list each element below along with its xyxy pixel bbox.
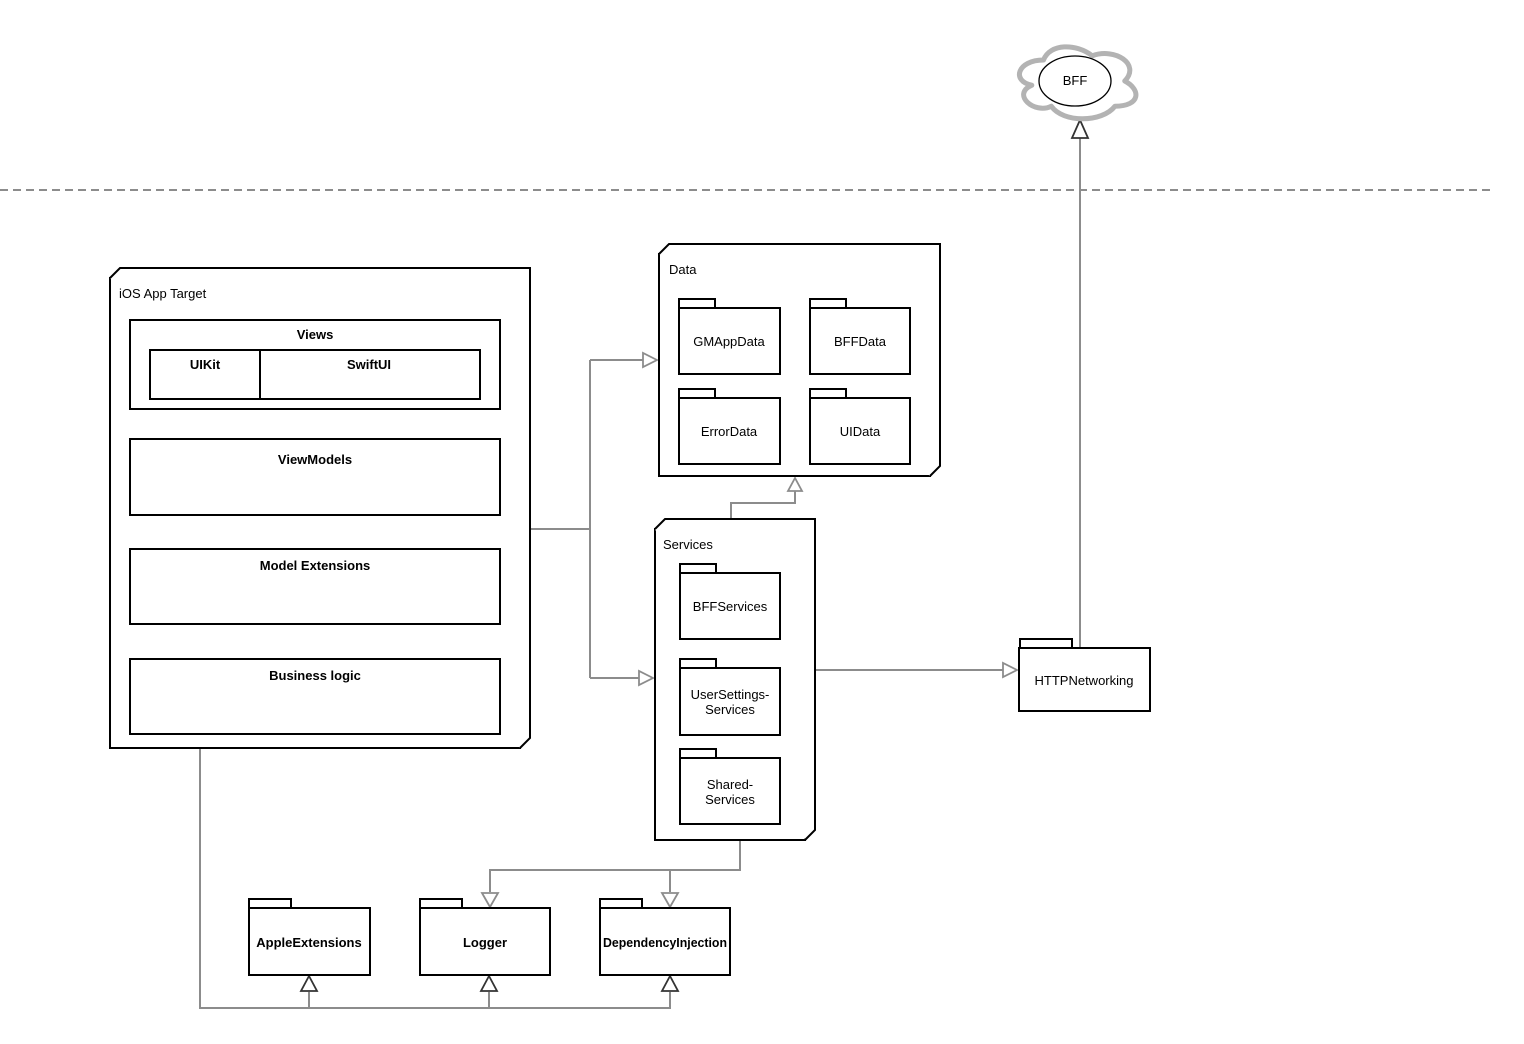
appleextensions-label: AppleExtensions (256, 935, 361, 950)
shared-services-label-line2: Services (705, 792, 755, 807)
viewmodels-rect (129, 438, 501, 516)
connector-ios-to-shared-modules (199, 748, 680, 1009)
swiftui-label: SwiftUI (347, 357, 391, 372)
arrowhead-into-logger-top (480, 892, 500, 909)
folder-gmappdata: GMAppData (678, 298, 781, 375)
arrowhead-into-httpnetworking (1002, 661, 1020, 679)
gmappdata-label: GMAppData (693, 334, 765, 349)
folder-shared-services: Shared- Services (679, 748, 781, 825)
folder-gmappdata-body (678, 307, 781, 375)
folder-shared-services-body (679, 757, 781, 825)
folder-errordata-body (678, 397, 781, 465)
folder-bffservices: BFFServices (679, 563, 781, 640)
connector-services-to-data (730, 476, 804, 529)
bff-cloud: BFF (1017, 44, 1139, 122)
dependencyinjection-label: DependencyInjection (603, 935, 727, 950)
folder-appleextensions: AppleExtensions (248, 898, 371, 976)
viewmodels-label: ViewModels (278, 452, 352, 467)
arrowhead-into-bff-cloud (1070, 117, 1090, 139)
folder-httpnetworking-body (1018, 647, 1151, 712)
uikit-label: UIKit (190, 357, 221, 372)
arrowhead-into-di-top (660, 892, 680, 909)
model-extensions-box: Model Extensions (129, 548, 501, 625)
views-box: Views UIKit SwiftUI (129, 319, 501, 410)
folder-uidata-body (809, 397, 911, 465)
usersettings-label-line2: Services (705, 702, 755, 717)
folder-dependencyinjection: DependencyInjection (599, 898, 731, 976)
ios-app-target-title: iOS App Target (119, 286, 207, 301)
folder-httpnetworking: HTTPNetworking (1018, 638, 1151, 712)
arrowhead-into-appleextensions (299, 974, 319, 992)
arrowhead-into-data (642, 351, 660, 369)
folder-logger: Logger (419, 898, 551, 976)
folder-bffdata: BFFData (809, 298, 911, 375)
bffdata-label: BFFData (834, 334, 887, 349)
folder-bffservices-body (679, 572, 781, 640)
arrowhead-into-data-bottom (786, 476, 804, 492)
folder-logger-body (419, 907, 551, 976)
shared-services-label-line1: Shared- (707, 777, 753, 792)
logger-label: Logger (463, 935, 507, 950)
bff-label: BFF (1063, 73, 1088, 88)
folder-errordata: ErrorData (678, 388, 781, 465)
usersettings-label-line1: UserSettings- (691, 687, 770, 702)
bff-ellipse (1038, 55, 1112, 107)
services-package-node: Services BFFServices UserSettings- Servi… (654, 518, 816, 841)
services-package-title: Services (663, 537, 713, 552)
viewmodels-box: ViewModels (129, 438, 501, 516)
model-extensions-label: Model Extensions (260, 558, 371, 573)
errordata-label: ErrorData (701, 424, 758, 439)
connector-services-to-logger-and-di (480, 840, 741, 909)
uidata-label: UIData (840, 424, 881, 439)
model-extensions-rect (129, 548, 501, 625)
views-label: Views (297, 327, 334, 342)
connector-httpnetworking-to-bff-cloud (1070, 117, 1090, 648)
folder-uidata: UIData (809, 388, 911, 465)
arrowhead-into-logger-bottom (479, 974, 499, 992)
data-package-title: Data (669, 262, 697, 277)
folder-bffdata-body (809, 307, 911, 375)
data-package-node: Data GMAppData BFFData ErrorData UIData (658, 243, 941, 477)
arrowhead-into-services (638, 669, 656, 687)
business-logic-label: Business logic (269, 668, 361, 683)
ios-app-target-node: iOS App Target Views UIKit SwiftUI ViewM… (109, 267, 531, 749)
folder-dependencyinjection-body (599, 907, 731, 976)
httpnetworking-label: HTTPNetworking (1035, 673, 1134, 688)
bffservices-label: BFFServices (693, 599, 768, 614)
folder-appleextensions-body (248, 907, 371, 976)
folder-usersettings-body (679, 667, 781, 736)
business-logic-box: Business logic (129, 658, 501, 735)
business-logic-rect (129, 658, 501, 735)
folder-usersettings-services: UserSettings- Services (679, 658, 781, 736)
views-inner-rect (149, 349, 481, 400)
connector-ios-to-data-and-services (530, 351, 660, 687)
arrowhead-into-di-bottom (660, 974, 680, 992)
connector-services-to-httpnetworking (805, 661, 1020, 679)
